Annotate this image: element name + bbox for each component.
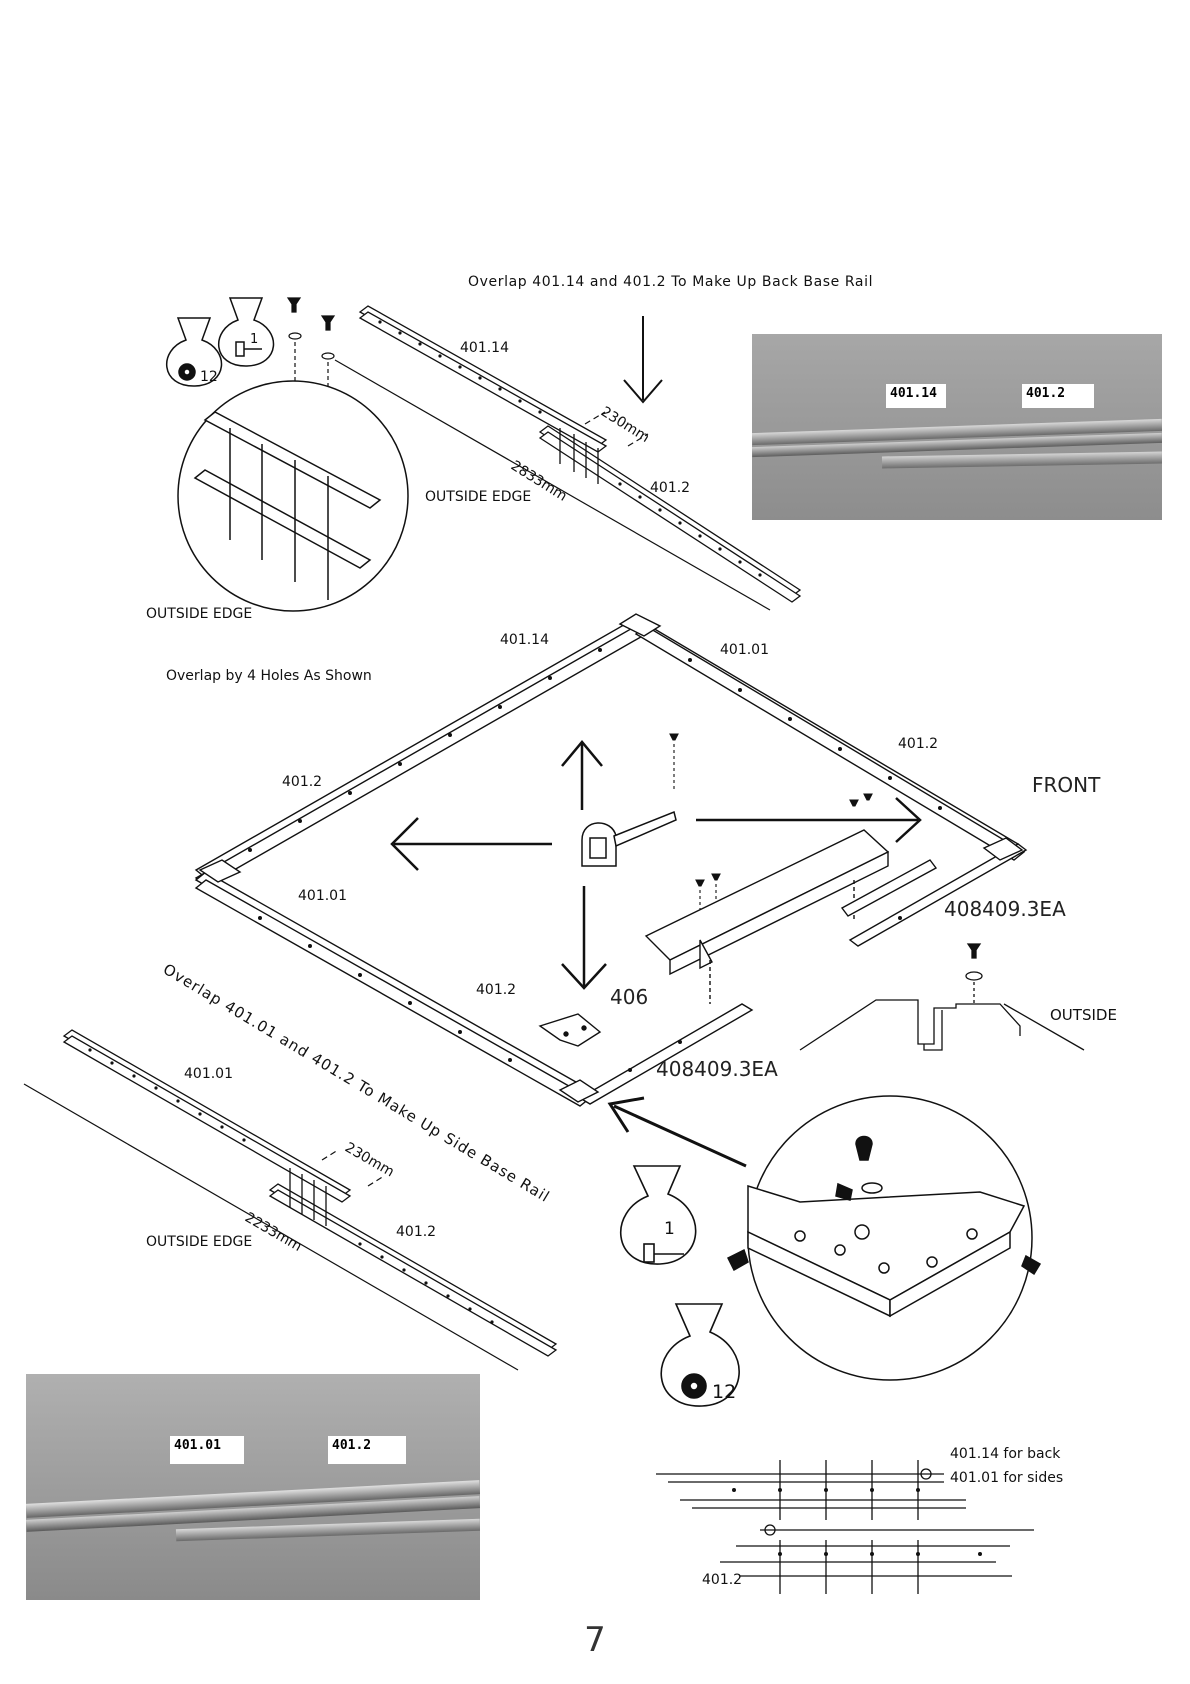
hardware-bag-washers-icon	[165, 317, 223, 387]
front-label: FRONT	[1032, 773, 1101, 797]
bag-count-1-top: 1	[250, 332, 258, 347]
outside-edge-circle: OUTSIDE EDGE	[146, 606, 252, 622]
bag-count-1-bottom: 1	[664, 1219, 675, 1239]
label-401-14-top: 401.14	[460, 340, 509, 356]
hardware-bag-screws-bottom-icon	[619, 1165, 697, 1265]
channel-profile-section	[799, 943, 1085, 1051]
label-401-01-side: 401.01	[184, 1066, 233, 1082]
schematic-for-back: 401.14 for back	[950, 1446, 1061, 1462]
photo-tag-401-2-top: 401.2	[1022, 384, 1094, 408]
label-401-2-frame-left: 401.2	[282, 774, 322, 790]
hardware-bag-screws-icon	[217, 297, 275, 367]
photo-tag-401-2-bottom: 401.2	[328, 1436, 406, 1464]
outside-edge-top: OUTSIDE EDGE	[425, 489, 531, 505]
label-401-2-frame-right: 401.2	[898, 736, 938, 752]
outside-label: OUTSIDE	[1050, 1006, 1117, 1024]
bag-count-12-bottom: 12	[712, 1381, 736, 1403]
dimension-lines-side	[23, 1083, 519, 1371]
tape-measure-icon	[581, 810, 677, 867]
side-rail	[62, 1029, 558, 1357]
photo-overlap-side: 401.01 401.2	[26, 1374, 480, 1600]
hardware-bag-washers-bottom-icon	[660, 1303, 740, 1407]
photo-tag-401-01: 401.01	[170, 1436, 244, 1464]
base-frame	[194, 613, 1028, 1107]
measure-arrows-icon	[390, 740, 922, 990]
label-401-14-frame: 401.14	[500, 632, 549, 648]
part-408409-lower: 408409.3EA	[656, 1057, 778, 1081]
rail-holes-top	[378, 320, 762, 577]
frame-holes	[248, 648, 942, 1072]
top-title: Overlap 401.14 and 401.2 To Make Up Back…	[468, 274, 873, 290]
down-arrow-icon	[623, 316, 663, 404]
side-rail-holes	[88, 1048, 494, 1324]
outside-edge-side: OUTSIDE EDGE	[146, 1234, 252, 1250]
corner-plate-406	[538, 1013, 602, 1047]
page-number: 7	[584, 1620, 606, 1660]
label-401-01-frame-back: 401.01	[720, 642, 769, 658]
detail-circle-top	[177, 380, 409, 612]
schematic-for-sides: 401.01 for sides	[950, 1470, 1063, 1486]
photo-overlap-back: 401.14 401.2	[752, 334, 1162, 520]
photo-tag-401-14: 401.14	[886, 384, 946, 408]
overlap-holes-note: Overlap by 4 Holes As Shown	[166, 668, 372, 684]
label-401-2-frame-front: 401.2	[476, 982, 516, 998]
bag-count-12-top: 12	[200, 369, 218, 385]
label-401-2-side: 401.2	[396, 1224, 436, 1240]
part-406-label: 406	[610, 985, 648, 1009]
label-401-2-top: 401.2	[650, 480, 690, 496]
photo-rail-3	[175, 1518, 480, 1542]
schematic-holes	[732, 1488, 982, 1556]
pointer-arrow-icon	[607, 1096, 747, 1168]
back-rail-top	[358, 305, 802, 603]
detail-circle-corner	[726, 1095, 1042, 1381]
channel-part-408409	[644, 829, 938, 1004]
schematic-401-2: 401.2	[702, 1572, 742, 1588]
dimension-lines-top	[334, 359, 771, 611]
label-401-01-frame-front: 401.01	[298, 888, 347, 904]
part-408409-upper: 408409.3EA	[944, 897, 1066, 921]
dim-230-side: 230mm	[342, 1140, 397, 1181]
